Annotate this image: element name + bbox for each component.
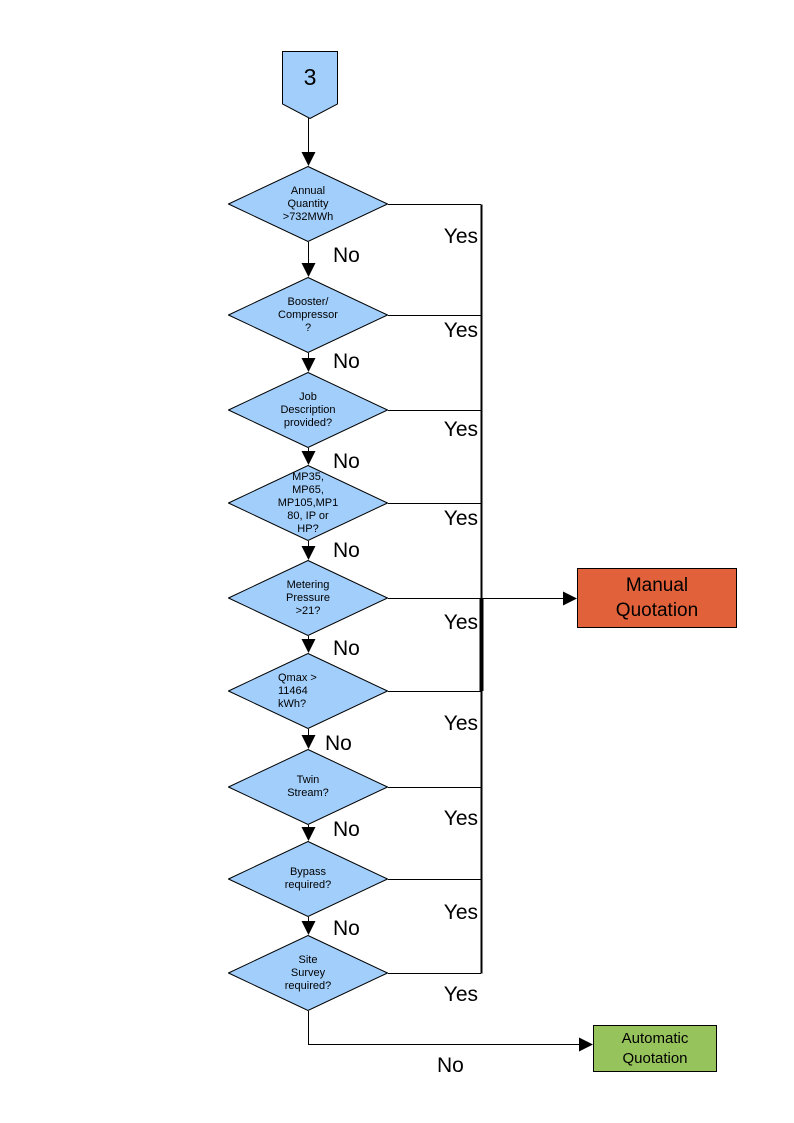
yes-label: Yes [443,225,478,248]
diamond-shape [228,935,388,1011]
decision-qmax: Qmax > 11464 kWh? [228,653,388,729]
yes-label: Yes [443,983,478,1006]
automatic-quotation-label: Automatic Quotation [621,1029,689,1067]
flow-lines [308,118,579,1045]
yes-label: Yes [443,712,478,735]
diamond-shape [228,653,388,729]
yes-label: Yes [443,611,478,634]
no-label: No [333,244,360,267]
decision-label: Booster/ Compressor ? [278,295,338,334]
decision-label: Metering Pressure >21? [285,578,331,617]
offpage-connector-label: 3 [303,63,317,90]
decision-label: MP35, MP65, MP105,MP1 80, IP or HP? [277,470,339,535]
yes-label: Yes [443,807,478,830]
no-label: No [333,917,360,940]
decision-label: Twin Stream? [287,774,329,799]
yes-label: Yes [443,901,478,924]
diamond-shape [228,560,388,636]
yes-label: Yes [443,507,478,530]
yes-label: Yes [443,418,478,441]
decision-booster-compressor: Booster/ Compressor ? [228,277,388,353]
no-label: No [325,732,352,755]
no-label: No [333,539,360,562]
no-label: No [333,450,360,473]
decision-label: Bypass required? [284,866,332,891]
no-label: No [333,818,360,841]
no-label: No [333,637,360,660]
yes-label: Yes [443,319,478,342]
decision-label: Qmax > 11464 kWh? [278,671,317,710]
diamond-shape [228,166,388,242]
decision-twin-stream: Twin Stream? [228,749,388,825]
diamond-shape [228,749,388,825]
decision-label: Annual Quantity >732MWh [282,184,334,223]
diamond-shape [228,841,388,917]
diamond-shape [228,465,388,541]
flow-arrowheads [301,152,593,1052]
decision-label: Job Description provided? [280,390,336,429]
pentagon-shape [282,51,338,119]
decision-meter-type: MP35, MP65, MP105,MP1 80, IP or HP? [228,465,388,541]
no-label: No [333,350,360,373]
automatic-quotation-box: Automatic Quotation [593,1025,717,1072]
decision-label: Site Survey required? [284,953,332,992]
no-label: No [437,1054,464,1077]
decision-bypass: Bypass required? [228,841,388,917]
diamond-shape [228,372,388,448]
decision-site-survey: Site Survey required? [228,935,388,1011]
manual-quotation-box: Manual Quotation [577,568,737,628]
decision-annual-quantity: Annual Quantity >732MWh [228,166,388,242]
decision-job-description: Job Description provided? [228,372,388,448]
decision-metering-pressure: Metering Pressure >21? [228,560,388,636]
manual-quotation-label: Manual Quotation [615,575,699,621]
diamond-shape [228,277,388,353]
offpage-connector-3: 3 [282,51,338,119]
